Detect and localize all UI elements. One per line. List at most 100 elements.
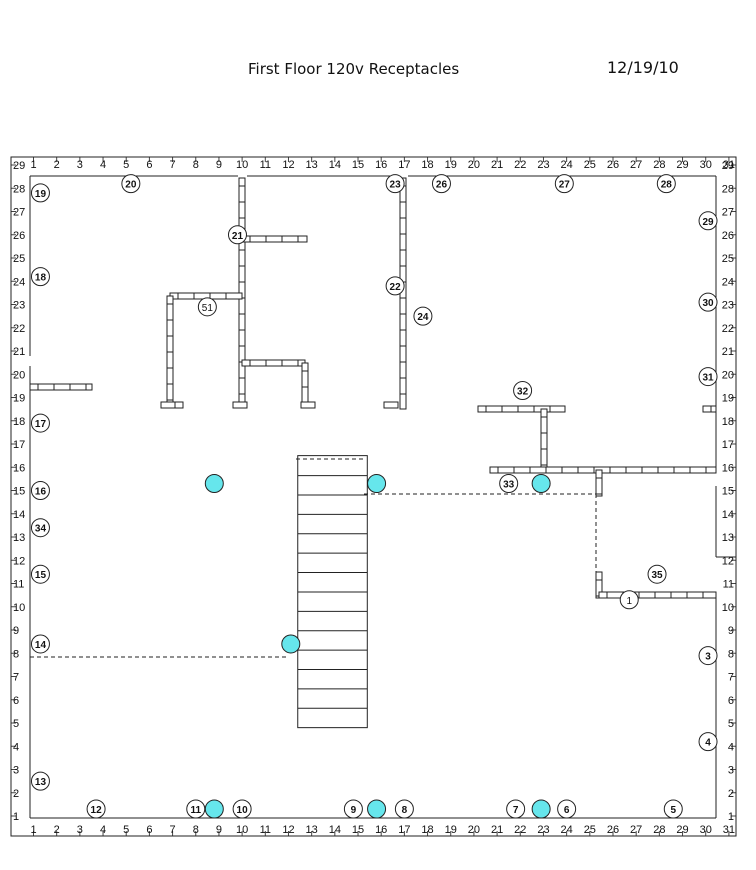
x-tick-label-bottom: 30	[700, 824, 712, 836]
marker-circle	[385, 276, 405, 296]
y-tick-label-left: 27	[13, 207, 25, 219]
y-tick-label-left: 23	[13, 300, 25, 312]
x-tick-label-top: 11	[260, 159, 271, 171]
marker-label: 30	[702, 298, 714, 309]
y-tick-label-left: 12	[13, 555, 25, 567]
marker-circle	[186, 799, 206, 819]
marker-circle	[619, 590, 639, 610]
y-tick-label-left: 15	[13, 486, 25, 498]
wall-end	[300, 401, 316, 409]
marker-circle	[30, 413, 50, 433]
circuit-marker: 6	[557, 799, 577, 819]
circuit-marker: 7	[506, 799, 526, 819]
x-tick-label-bottom: 24	[561, 824, 573, 836]
marker-label: 17	[35, 419, 47, 430]
x-tick-label-top: 19	[445, 159, 457, 171]
marker-label: 14	[35, 640, 47, 651]
marker-circle	[647, 564, 667, 584]
circuit-marker: 12	[86, 799, 106, 819]
marker-label: 19	[35, 189, 47, 200]
marker-circle	[30, 634, 50, 654]
x-tick-label-top: 5	[123, 159, 129, 171]
axis-ticks: 1122334455667788991010111112121313141415…	[11, 157, 736, 836]
marker-label: 1	[626, 596, 632, 607]
y-tick-label-right: 26	[722, 230, 734, 242]
wall-edge	[166, 295, 174, 406]
circuit-paths	[30, 458, 716, 658]
circuit-marker: 5	[663, 799, 683, 819]
wall-edge	[238, 177, 246, 406]
circuit-marker: 4	[698, 732, 718, 752]
circuit-marker: 19	[30, 183, 50, 203]
marker-circle	[30, 564, 50, 584]
y-tick-label-right: 13	[722, 532, 734, 544]
plan-title: First Floor 120v Receptacles	[248, 60, 460, 78]
circuit-marker: 29	[698, 211, 718, 231]
marker-label: 31	[702, 373, 714, 384]
y-tick-label-right: 19	[722, 393, 734, 405]
x-tick-label-top: 3	[77, 159, 83, 171]
marker-label: 18	[35, 273, 47, 284]
y-tick-label-right: 20	[722, 369, 734, 381]
wall-end	[232, 401, 248, 409]
x-tick-label-top: 28	[653, 159, 665, 171]
y-tick-label-right: 12	[722, 555, 734, 567]
x-tick-label-top: 9	[216, 159, 222, 171]
x-tick-label-bottom: 19	[445, 824, 457, 836]
x-tick-label-bottom: 14	[329, 824, 341, 836]
x-tick-label-bottom: 3	[77, 824, 83, 836]
wall-edge	[477, 405, 566, 413]
x-tick-label-top: 17	[398, 159, 410, 171]
x-tick-label-bottom: 7	[170, 824, 176, 836]
framed-wall	[598, 591, 717, 599]
circuit-marker: 51	[197, 297, 217, 317]
y-tick-label-right: 14	[722, 509, 734, 521]
x-tick-label-bottom: 6	[146, 824, 152, 836]
marker-circle	[506, 799, 526, 819]
marker-circle	[698, 367, 718, 387]
framed-wall	[241, 359, 306, 367]
plan-date: 12/19/10	[607, 58, 679, 77]
x-tick-label-bottom: 18	[421, 824, 433, 836]
circuit-marker: 26	[431, 174, 451, 194]
x-tick-label-top: 20	[468, 159, 480, 171]
circuit-marker: 17	[30, 413, 50, 433]
circuit-marker: 28	[656, 174, 676, 194]
circuit-marker: 20	[121, 174, 141, 194]
marker-label: 29	[702, 217, 714, 228]
receptacle-marker	[531, 799, 551, 819]
y-tick-label-right: 9	[728, 625, 734, 637]
y-tick-label-left: 4	[13, 741, 19, 753]
framed-wall	[399, 177, 407, 410]
circuit-marker: 3	[698, 646, 718, 666]
wall-end	[160, 401, 176, 409]
x-tick-label-bottom: 2	[54, 824, 60, 836]
circuit-markers: 1345678910111213141534161718192021512322…	[30, 174, 718, 819]
y-tick-label-right: 22	[722, 323, 734, 335]
marker-label: 27	[559, 180, 571, 191]
y-tick-label-left: 6	[13, 695, 19, 707]
circuit-marker: 32	[513, 381, 533, 401]
y-tick-label-left: 26	[13, 230, 25, 242]
wall-end	[383, 401, 399, 409]
x-tick-label-bottom: 11	[260, 824, 271, 836]
receptacles	[204, 474, 551, 819]
marker-circle	[499, 474, 519, 494]
x-tick-label-top: 23	[537, 159, 549, 171]
x-tick-label-top: 25	[584, 159, 596, 171]
y-tick-label-left: 22	[13, 323, 25, 335]
marker-label: 13	[35, 777, 47, 788]
receptacle-marker	[367, 474, 387, 494]
marker-label: 9	[351, 805, 357, 816]
circuit-marker: 35	[647, 564, 667, 584]
x-tick-label-top: 21	[491, 159, 503, 171]
framed-wall	[489, 466, 717, 474]
y-tick-label-right: 17	[722, 439, 734, 451]
marker-label: 34	[35, 524, 47, 535]
circuit-marker: 9	[343, 799, 363, 819]
x-tick-label-top: 12	[282, 159, 294, 171]
x-tick-label-top: 14	[329, 159, 341, 171]
marker-circle	[698, 732, 718, 752]
x-tick-label-top: 6	[146, 159, 152, 171]
